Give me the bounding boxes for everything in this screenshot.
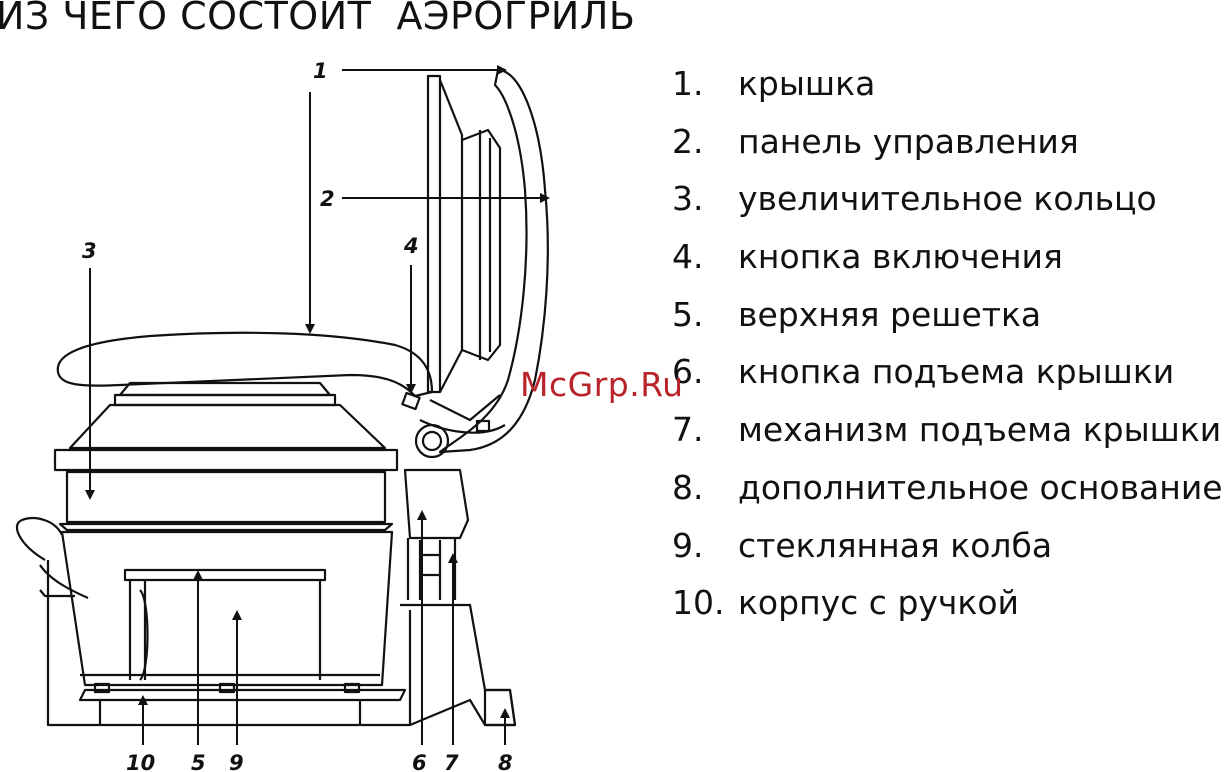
lid-panel (480, 130, 490, 360)
extender-ring (67, 472, 385, 522)
legend-text: верхняя решетка (738, 295, 1041, 334)
legend-number: 8. (672, 468, 738, 507)
legend-number: 1. (672, 64, 738, 103)
appliance-outline (17, 70, 548, 725)
callout-5: 5 (191, 751, 206, 772)
handle (17, 518, 62, 560)
legend-text: увеличительное кольцо (738, 179, 1157, 218)
legend-number: 7. (672, 410, 738, 449)
extra-base (485, 690, 515, 725)
legend-item: 8.дополнительное основание (672, 468, 1223, 526)
callout-10: 10 (126, 751, 155, 772)
callout-2: 2 (320, 187, 335, 211)
legend-number: 3. (672, 179, 738, 218)
legend-item: 10.корпус с ручкой (672, 583, 1223, 641)
hinge-pivot (416, 425, 448, 457)
callout-8: 8 (498, 751, 513, 772)
parts-legend: 1.крышка 2.панель управления 3.увеличите… (672, 64, 1223, 641)
callout-3: 3 (82, 239, 97, 263)
legend-number: 4. (672, 237, 738, 276)
glass-bowl (62, 532, 392, 685)
callout-9: 9 (229, 751, 244, 772)
legend-item: 4.кнопка включения (672, 237, 1223, 295)
callout-6: 6 (412, 751, 427, 772)
lid-arm (58, 333, 432, 396)
legend-item: 3.увеличительное кольцо (672, 179, 1223, 237)
legend-number: 9. (672, 526, 738, 565)
grill-top (120, 383, 330, 395)
legend-text: стеклянная колба (738, 526, 1052, 565)
legend-number: 10. (672, 583, 738, 622)
legend-text: панель управления (738, 122, 1079, 161)
legend-item: 1.крышка (672, 64, 1223, 122)
callout-1: 1 (313, 59, 328, 83)
legend-item: 6.кнопка подъема крышки (672, 352, 1223, 410)
legend-text: механизм подъема крышки (738, 410, 1221, 449)
legend-item: 7.механизм подъема крышки (672, 410, 1223, 468)
legend-number: 2. (672, 122, 738, 161)
legend-number: 5. (672, 295, 738, 334)
legend-item: 5.верхняя решетка (672, 295, 1223, 353)
callout-4: 4 (403, 234, 419, 258)
callout-7: 7 (444, 751, 459, 772)
legend-text: корпус с ручкой (738, 583, 1019, 622)
legend-text: кнопка подъема крышки (738, 352, 1174, 391)
legend-item: 2.панель управления (672, 122, 1223, 180)
callout-numbers: 1 2 3 4 5 6 7 8 9 10 (82, 59, 513, 772)
lid-upright (428, 76, 440, 392)
legend-item: 9.стеклянная колба (672, 526, 1223, 584)
legend-text: крышка (738, 64, 875, 103)
watermark: McGrp.Ru (520, 365, 684, 404)
legend-text: кнопка включения (738, 237, 1063, 276)
top-rack (125, 570, 325, 580)
hinge-link (420, 395, 505, 433)
legend-text: дополнительное основание (738, 468, 1223, 507)
lift-mechanism (405, 470, 468, 538)
lid-back (440, 80, 462, 392)
